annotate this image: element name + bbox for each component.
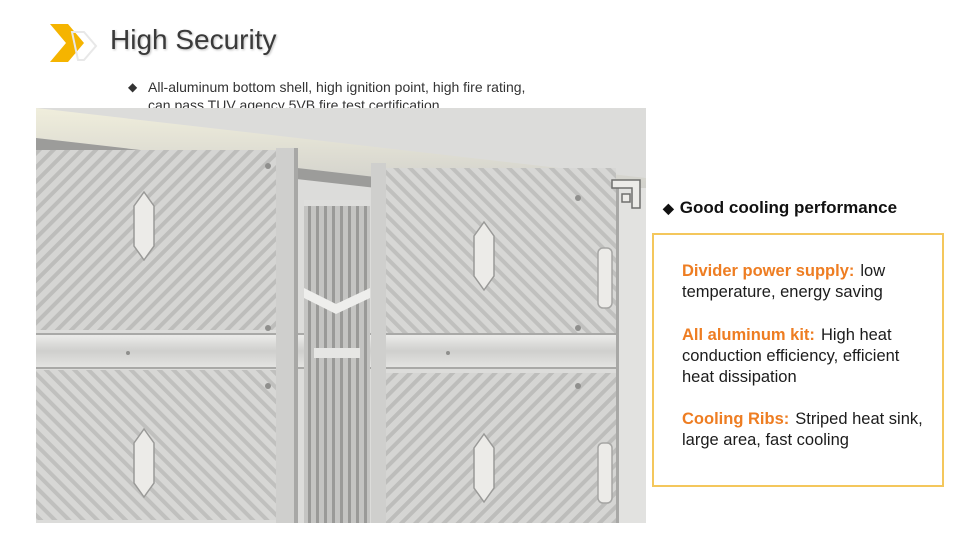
feature-text: low temperature, energy saving — [682, 262, 886, 301]
feature-label: Divider power supply: — [682, 262, 855, 280]
double-chevron-logo-icon — [50, 24, 98, 62]
feature-text: High heat conduction efficiency, efficie… — [682, 326, 900, 386]
diamond-bullet-icon: ◆ — [663, 200, 674, 216]
cooling-features-box: Divider power supply:low temperature, en… — [652, 233, 944, 487]
cooling-heading-text: Good cooling performance — [679, 198, 898, 217]
page-title: High Security — [110, 24, 277, 55]
intro-line-1: All-aluminum bottom shell, high ignition… — [148, 79, 526, 95]
feature-text: Striped heat sink, large area, fast cool… — [682, 410, 923, 449]
cooling-heading: ◆ Good cooling performance — [663, 198, 897, 218]
aluminum-cabinet-illustration — [36, 108, 646, 523]
feature-label: Cooling Ribs: — [682, 410, 790, 428]
feature-item-cooling-ribs: Cooling Ribs:Striped heat sink, large ar… — [682, 409, 932, 451]
feature-item-all-aluminum-kit: All aluminum kit:High heat conduction ef… — [682, 325, 932, 388]
feature-label: All aluminum kit: — [682, 326, 815, 344]
diamond-bullet-icon: ◆ — [128, 80, 138, 94]
cabinet-image — [36, 108, 646, 523]
feature-item-divider-power-supply: Divider power supply:low temperature, en… — [682, 261, 932, 303]
header: High Security — [0, 0, 960, 80]
